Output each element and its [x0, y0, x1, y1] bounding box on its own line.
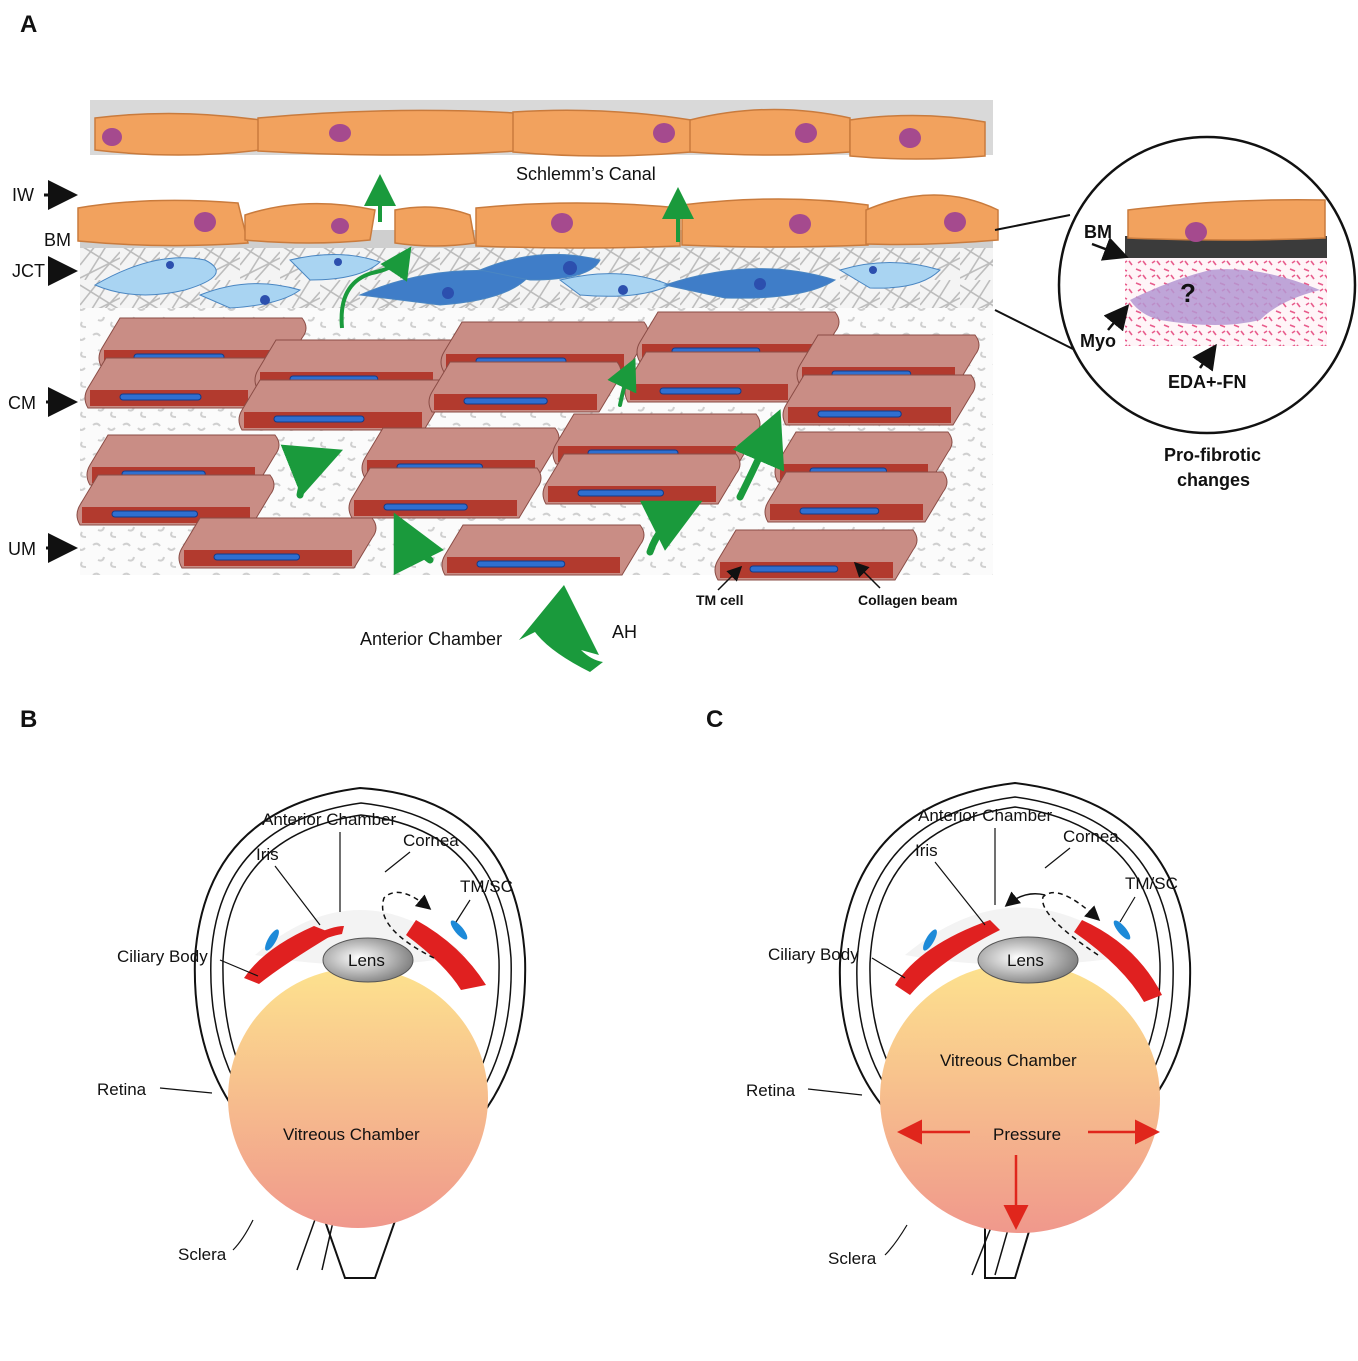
label-cm: CM — [8, 393, 36, 413]
vitreous-chamber-b — [228, 968, 488, 1228]
c-cornea-label: Cornea — [1063, 827, 1119, 846]
sc-outer-nuclei — [102, 123, 921, 148]
collagen-beam — [238, 379, 447, 431]
panel-c: C Anterior Chamber Cornea — [706, 706, 1192, 1279]
schlemm-canal-label: Schlemm’s Canal — [516, 164, 656, 184]
b-sclera-label: Sclera — [178, 1245, 227, 1264]
panel-c-letter: C — [706, 706, 723, 733]
lens-c — [977, 936, 1079, 984]
anterior-chamber-label: Anterior Chamber — [360, 629, 502, 649]
eye-b-labels: Anterior Chamber Cornea Iris TM/SC Cilia… — [97, 810, 513, 1264]
b-ciliary-label: Ciliary Body — [117, 947, 208, 966]
pressure-arrows — [897, 1119, 1160, 1230]
c-ciliary-label: Ciliary Body — [768, 945, 859, 964]
tm-cell — [119, 393, 202, 401]
inset-eda-label: EDA+-FN — [1168, 372, 1247, 392]
ah-label: AH — [612, 622, 637, 642]
c-iris-label: Iris — [915, 841, 938, 860]
tm-cell-label: TM cell — [696, 592, 743, 608]
tm-cell — [577, 489, 664, 497]
collagen-beam — [782, 374, 976, 426]
collagen-beam — [624, 351, 813, 403]
b-cornea-label: Cornea — [403, 831, 459, 850]
b-lens-label: Lens — [348, 951, 385, 970]
sc-outer-wall-cells — [94, 108, 986, 160]
panel-b-letter: B — [20, 706, 37, 733]
vitreous-chamber-c — [880, 963, 1160, 1233]
layer-labels: IW BM JCT CM UM — [8, 180, 78, 563]
inset-myo-label: Myo — [1080, 331, 1116, 351]
b-iris-label: Iris — [256, 845, 279, 864]
ciliary-left-b — [244, 926, 334, 984]
b-tmsc-label: TM/SC — [460, 877, 513, 896]
label-iw: IW — [12, 185, 34, 205]
tm-cell — [659, 387, 742, 395]
b-anterior-chamber-label: Anterior Chamber — [262, 810, 397, 829]
ciliary-left-c — [895, 920, 1000, 995]
collagen-beams — [76, 311, 980, 581]
tm-cell — [749, 565, 839, 573]
collagen-beam — [441, 524, 645, 576]
lens-b — [322, 937, 414, 983]
panel-a: A Schlemm’s Canal — [8, 11, 1357, 672]
sc-inner-nuclei — [194, 212, 966, 234]
b-vitreous-label: Vitreous Chamber — [283, 1125, 420, 1144]
c-anterior-chamber-label: Anterior Chamber — [918, 806, 1053, 825]
tm-cell — [383, 503, 468, 511]
c-lens-label: Lens — [1007, 951, 1044, 970]
panel-a-letter: A — [20, 11, 37, 38]
tm-cell — [273, 415, 365, 423]
panel-b: B Anterior Chamber Cornea Iris TM/SC — [20, 706, 527, 1279]
collagen-beam — [428, 361, 622, 413]
collagen-beam — [542, 453, 741, 505]
collagen-beam — [178, 517, 377, 569]
c-pressure-label: Pressure — [993, 1125, 1061, 1144]
jct-flow-arrow — [339, 246, 412, 329]
jct-cells — [93, 253, 941, 309]
pro-fibrotic-inset: BM ? Myo EDA+-FN — [994, 135, 1357, 435]
collagen-beam — [714, 529, 918, 581]
eye-b — [193, 786, 527, 1279]
pro-fibrotic-caption-2: changes — [1177, 470, 1250, 490]
myofibroblast-cell — [1130, 269, 1320, 325]
c-sclera-label: Sclera — [828, 1249, 877, 1268]
label-jct: JCT — [12, 261, 45, 281]
ciliary-right-b — [406, 920, 486, 990]
collagen-beam-label: Collagen beam — [858, 592, 958, 608]
aqueous-humor-arrow — [519, 585, 603, 672]
collagen-beam — [348, 467, 542, 519]
sc-inner-wall-cells — [77, 194, 999, 249]
eye-c-labels: Anterior Chamber Cornea Iris TM/SC Cilia… — [746, 806, 1178, 1268]
inset-question: ? — [1180, 278, 1196, 308]
tm-cell — [111, 510, 198, 518]
eye-c — [838, 781, 1192, 1279]
collagen-beam — [84, 357, 273, 409]
tm-cell — [213, 553, 300, 561]
c-tmsc-label: TM/SC — [1125, 874, 1178, 893]
jct-nuclei — [166, 258, 877, 305]
c-vitreous-label: Vitreous Chamber — [940, 1051, 1077, 1070]
inset-bm-label: BM — [1084, 222, 1112, 242]
c-retina-label: Retina — [746, 1081, 796, 1100]
collagen-beam — [764, 471, 948, 523]
pro-fibrotic-caption-1: Pro-fibrotic — [1164, 445, 1261, 465]
label-bm: BM — [44, 230, 71, 250]
ciliary-right-c — [1074, 920, 1162, 1002]
beam-flow-arrows — [280, 357, 785, 576]
tm-cell — [463, 397, 548, 405]
tm-cell — [817, 410, 902, 418]
tm-cell — [476, 560, 566, 568]
tm-cell — [799, 507, 880, 515]
b-retina-label: Retina — [97, 1080, 147, 1099]
label-um: UM — [8, 539, 36, 559]
